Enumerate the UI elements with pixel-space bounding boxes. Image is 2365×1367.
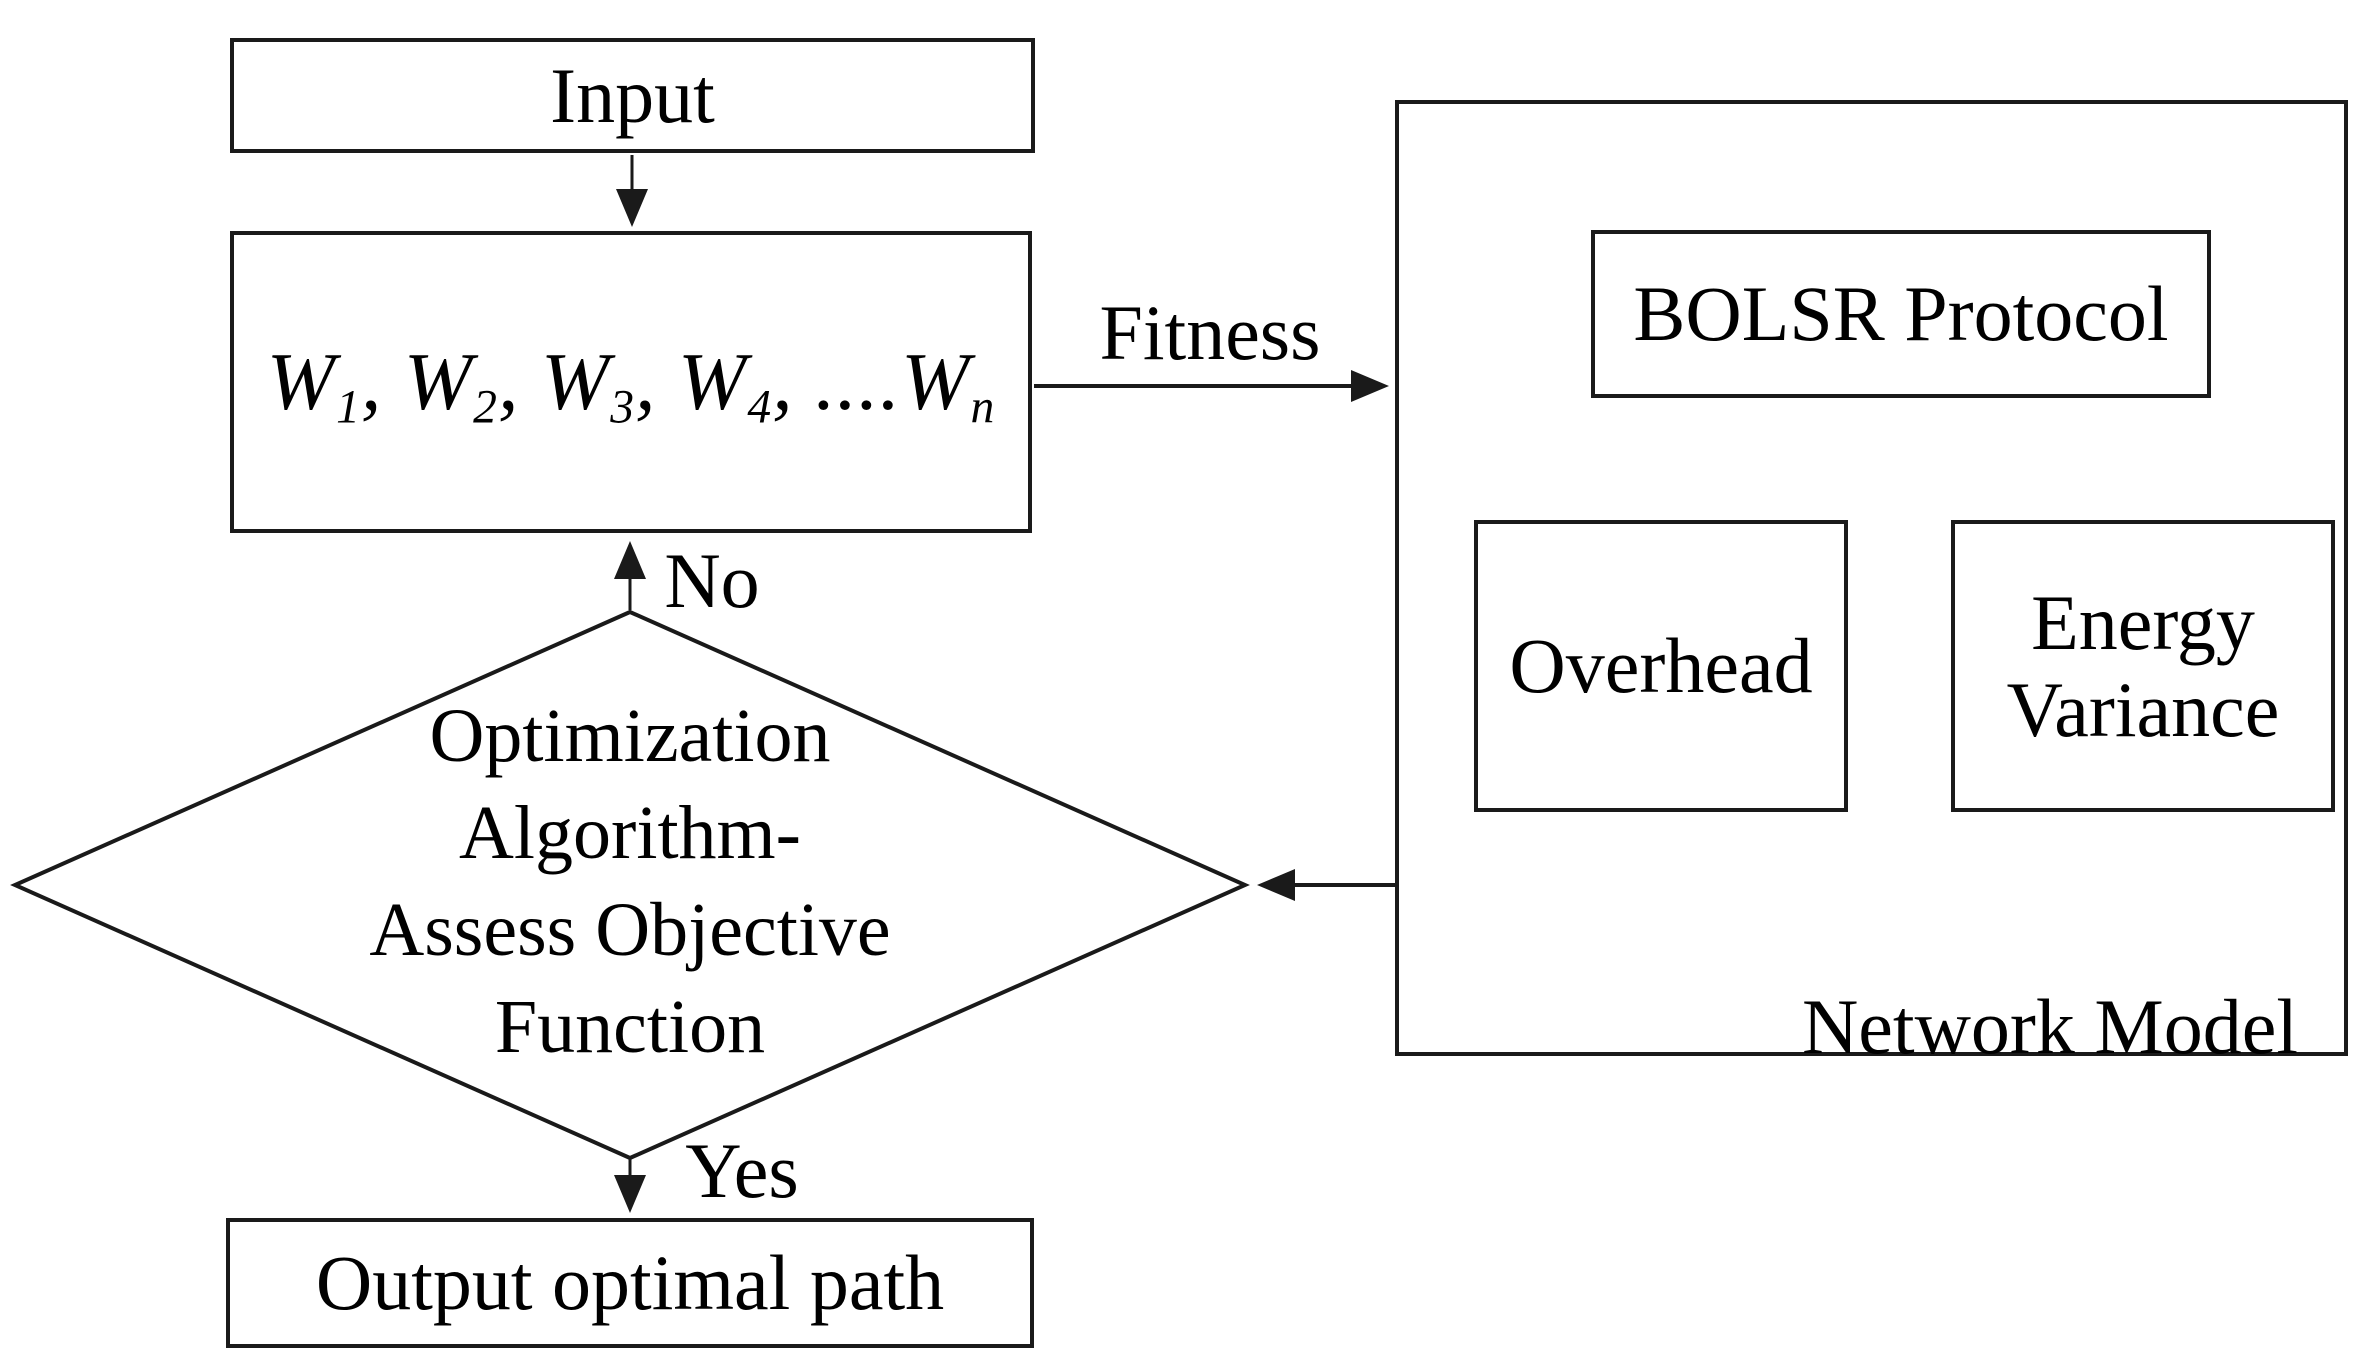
weight-term: W4, .... bbox=[678, 336, 902, 434]
output-box: Output optimal path bbox=[226, 1218, 1034, 1348]
weights-expression: W1, W2, W3, W4, ....Wn bbox=[266, 336, 996, 434]
decision-line: Algorithm- bbox=[459, 791, 801, 875]
decision-line: Function bbox=[494, 985, 766, 1069]
decision-line: Assess Objective bbox=[369, 888, 891, 972]
weight-term: W3, bbox=[540, 336, 679, 434]
no-edge-label: No bbox=[664, 537, 760, 624]
yes-edge-label: Yes bbox=[685, 1127, 799, 1214]
decision-label: Optimization Algorithm- Assess Objective… bbox=[230, 688, 1030, 1076]
decision-line: Optimization bbox=[429, 694, 831, 778]
input-label: Input bbox=[550, 51, 715, 139]
input-box: Input bbox=[230, 38, 1035, 153]
fitness-edge-label: Fitness bbox=[1099, 289, 1321, 376]
weight-term: W2, bbox=[403, 336, 541, 434]
bolsr-protocol-label: BOLSR Protocol bbox=[1633, 270, 2169, 358]
network-model-label: Network Model bbox=[1801, 983, 2299, 1070]
output-label: Output optimal path bbox=[315, 1239, 945, 1327]
weight-term: W1, bbox=[266, 336, 404, 434]
bolsr-protocol-box: BOLSR Protocol bbox=[1591, 230, 2211, 398]
energy-variance-label: Energy Variance bbox=[2006, 578, 2280, 753]
overhead-label: Overhead bbox=[1509, 622, 1813, 710]
overhead-box: Overhead bbox=[1474, 520, 1848, 812]
weight-term: Wn bbox=[901, 336, 996, 434]
energy-variance-box: Energy Variance bbox=[1951, 520, 2335, 812]
weights-box: W1, W2, W3, W4, ....Wn bbox=[230, 231, 1032, 533]
